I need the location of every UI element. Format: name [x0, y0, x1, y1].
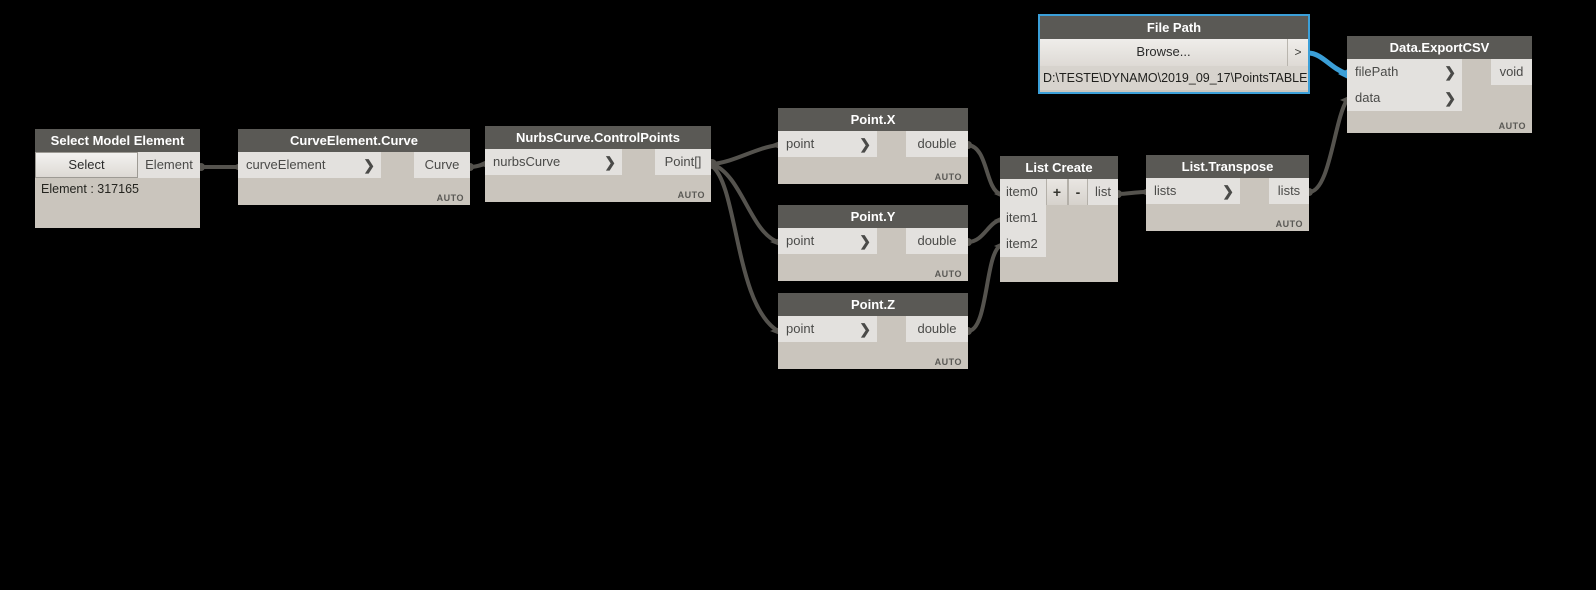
lacing-badge: AUTO — [677, 190, 705, 200]
input-port-point[interactable]: point ❯ — [778, 228, 877, 254]
input-port-item0[interactable]: item0 — [1000, 179, 1046, 205]
port-gap — [622, 149, 655, 175]
lacing-badge: AUTO — [436, 193, 464, 203]
node-point-y[interactable]: Point.Y point ❯ double AUTO — [778, 205, 968, 281]
output-port-double[interactable]: double — [906, 228, 968, 254]
output-port-lists[interactable]: lists — [1269, 178, 1309, 204]
input-port-label: point — [786, 233, 815, 248]
input-port-item1[interactable]: item1 — [1000, 205, 1046, 231]
output-port-curve[interactable]: Curve — [414, 152, 470, 178]
input-port-point[interactable]: point ❯ — [778, 316, 877, 342]
input-port-item2[interactable]: item2 — [1000, 231, 1046, 257]
chevron-right-icon: ❯ — [1444, 64, 1456, 80]
node-title: Point.Y — [778, 205, 968, 228]
node-title: List Create — [1000, 156, 1118, 179]
lacing-badge: AUTO — [1275, 219, 1303, 229]
output-port-void[interactable]: void — [1491, 59, 1532, 85]
input-port-label: point — [786, 321, 815, 336]
node-title: Data.ExportCSV — [1347, 36, 1532, 59]
node-title: Point.X — [778, 108, 968, 131]
input-port-label: curveElement — [246, 157, 326, 172]
output-port-double[interactable]: double — [906, 316, 968, 342]
node-list-create[interactable]: List Create item0 + - list item1 item2 — [1000, 156, 1118, 282]
node-curveelement-curve[interactable]: CurveElement.Curve curveElement ❯ Curve … — [238, 129, 470, 205]
input-port-filepath[interactable]: filePath ❯ — [1347, 59, 1462, 85]
chevron-right-icon: ❯ — [859, 136, 871, 152]
node-title: Select Model Element — [35, 129, 200, 152]
node-select-model-element[interactable]: Select Model Element Select Element Elem… — [35, 129, 200, 228]
port-gap — [1462, 85, 1532, 111]
input-port-label: filePath — [1355, 64, 1399, 79]
input-port-label: nurbsCurve — [493, 154, 561, 169]
lacing-badge: AUTO — [934, 269, 962, 279]
chevron-right-icon: ❯ — [363, 157, 375, 173]
node-title: Point.Z — [778, 293, 968, 316]
node-title: CurveElement.Curve — [238, 129, 470, 152]
input-port-label: data — [1355, 90, 1381, 105]
chevron-right-icon: ❯ — [1444, 90, 1456, 106]
port-gap — [1462, 59, 1491, 85]
node-nurbscurve-controlpoints[interactable]: NurbsCurve.ControlPoints nurbsCurve ❯ Po… — [485, 126, 711, 202]
input-port-label: point — [786, 136, 815, 151]
output-port-pointarray[interactable]: Point[] — [655, 149, 711, 175]
lacing-badge: AUTO — [934, 357, 962, 367]
port-gap — [877, 131, 906, 157]
node-list-transpose[interactable]: List.Transpose lists ❯ lists AUTO — [1146, 155, 1309, 231]
output-port-double[interactable]: double — [906, 131, 968, 157]
output-port-element[interactable]: Element — [138, 152, 200, 178]
input-port-label: lists — [1154, 183, 1177, 198]
lacing-badge: AUTO — [934, 172, 962, 182]
input-port-data[interactable]: data ❯ — [1347, 85, 1462, 111]
node-data-exportcsv[interactable]: Data.ExportCSV filePath ❯ void data ❯ AU… — [1347, 36, 1532, 133]
input-port-lists[interactable]: lists ❯ — [1146, 178, 1240, 204]
output-port-filepath[interactable]: > — [1287, 39, 1308, 66]
node-title: File Path — [1040, 16, 1308, 39]
chevron-right-icon: ❯ — [604, 154, 616, 170]
select-button[interactable]: Select — [35, 152, 138, 178]
file-path-value: D:\TESTE\DYNAMO\2019_09_17\PointsTABLE — [1040, 66, 1308, 90]
add-item-button[interactable]: + — [1046, 179, 1068, 205]
port-gap — [1240, 178, 1269, 204]
node-point-x[interactable]: Point.X point ❯ double AUTO — [778, 108, 968, 184]
chevron-right-icon: ❯ — [1222, 183, 1234, 199]
chevron-right-icon: ❯ — [859, 321, 871, 337]
port-gap — [381, 152, 414, 178]
output-port-list[interactable]: list — [1088, 179, 1118, 205]
lacing-badge: AUTO — [1498, 121, 1526, 131]
browse-button[interactable]: Browse... — [1040, 39, 1287, 66]
chevron-right-icon: ❯ — [859, 233, 871, 249]
port-gap — [877, 228, 906, 254]
input-port-nurbscurve[interactable]: nurbsCurve ❯ — [485, 149, 622, 175]
remove-item-button[interactable]: - — [1068, 179, 1088, 205]
port-gap — [877, 316, 906, 342]
node-title: List.Transpose — [1146, 155, 1309, 178]
element-value-text: Element : 317165 — [41, 182, 139, 196]
node-point-z[interactable]: Point.Z point ❯ double AUTO — [778, 293, 968, 369]
input-port-curveelement[interactable]: curveElement ❯ — [238, 152, 381, 178]
input-port-point[interactable]: point ❯ — [778, 131, 877, 157]
node-title: NurbsCurve.ControlPoints — [485, 126, 711, 149]
node-file-path[interactable]: File Path Browse... > D:\TESTE\DYNAMO\20… — [1038, 14, 1310, 94]
